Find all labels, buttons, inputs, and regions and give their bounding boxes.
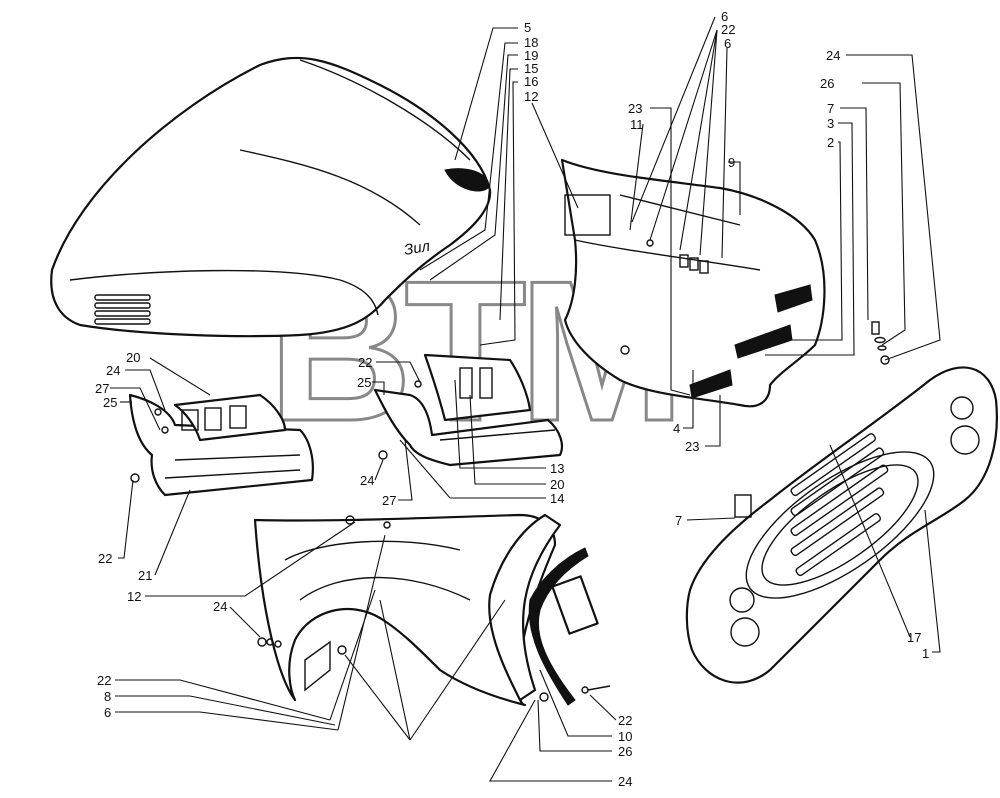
- callout-14: 14: [550, 491, 564, 506]
- callout-18: 18: [524, 35, 538, 50]
- callout-22-bottom-left: 22: [97, 673, 111, 688]
- callout-7-mid: 7: [675, 513, 682, 528]
- callout-24-top-right: 24: [826, 48, 840, 63]
- callout-7-top-right: 7: [827, 101, 834, 116]
- callout-19: 19: [524, 48, 538, 63]
- left-running-board-part: [128, 393, 314, 497]
- callout-4: 4: [673, 421, 680, 436]
- callout-21: 21: [138, 568, 152, 583]
- callout-22-top: 22: [721, 22, 735, 37]
- callout-26-top-right: 26: [820, 76, 834, 91]
- callout-24-center: 24: [360, 473, 374, 488]
- callout-9: 9: [728, 155, 735, 170]
- callout-6-top: 6: [721, 9, 728, 24]
- callout-26-bottom: 26: [618, 744, 632, 759]
- callout-25-left: 25: [103, 395, 117, 410]
- callout-12-top: 12: [524, 89, 538, 104]
- callout-15: 15: [524, 61, 538, 76]
- callout-27-left: 27: [95, 381, 109, 396]
- callout-17: 17: [907, 630, 921, 645]
- radiator-grille-part: [685, 366, 998, 684]
- hood-emblem: Зил: [403, 238, 432, 259]
- callout-10: 10: [618, 729, 632, 744]
- callout-3: 3: [827, 116, 834, 131]
- callout-1: 1: [922, 646, 929, 661]
- callout-20-center: 20: [550, 477, 564, 492]
- callout-16: 16: [524, 74, 538, 89]
- callout-13: 13: [550, 461, 564, 476]
- callout-labels: 5 18 19 15 16 12 6 22 6 23 11 9 24 26 7 …: [95, 9, 929, 789]
- grille-slots: [790, 433, 889, 577]
- callout-22-center: 22: [358, 355, 372, 370]
- callout-2: 2: [827, 135, 834, 150]
- front-fender-part: [253, 513, 557, 707]
- fender-bolts: [257, 637, 347, 655]
- callout-6-bottom: 6: [104, 705, 111, 720]
- callout-23-mid: 23: [685, 439, 699, 454]
- callout-11: 11: [630, 117, 644, 132]
- callout-20-left: 20: [126, 350, 140, 365]
- callout-23-top: 23: [628, 101, 642, 116]
- callout-8: 8: [104, 689, 111, 704]
- callout-24-fender: 24: [213, 599, 227, 614]
- hood-part: Зил: [50, 56, 492, 338]
- callout-25-center: 25: [357, 375, 371, 390]
- callout-27-center: 27: [382, 493, 396, 508]
- bolt-stack-right: [871, 321, 890, 365]
- callout-6-second: 6: [724, 36, 731, 51]
- callout-22-bottom-right: 22: [618, 713, 632, 728]
- callout-24-left: 24: [106, 363, 120, 378]
- right-running-board-part: [373, 353, 564, 467]
- cowl-panel-part: [560, 158, 826, 408]
- callout-12-bottom: 12: [127, 589, 141, 604]
- callout-24-bottom: 24: [618, 774, 632, 789]
- callout-5: 5: [524, 20, 531, 35]
- leader-lines: [110, 16, 941, 782]
- callout-22-left: 22: [98, 551, 112, 566]
- wheel-arch-seal-part: [488, 513, 611, 706]
- hood-vents: [94, 294, 151, 325]
